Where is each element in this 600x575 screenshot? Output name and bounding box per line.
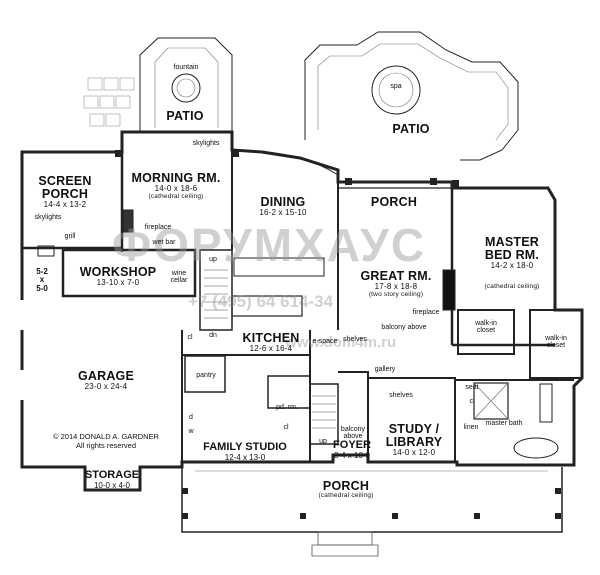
house-outline [20,130,584,492]
foyer-name: FOYER [333,439,371,451]
storage-label: STORAGE 10-0 x 4-0 [82,469,142,490]
fireplace-great-label: fireplace [412,309,440,316]
kitchen-name: KITCHEN [242,331,300,345]
closet-label-1: cl [187,334,193,341]
screen-porch-name: SCREEN PORCH [38,174,92,202]
walkin-closet-1-label: walk-in closet [475,320,497,335]
skylights-morning-room: skylights [192,140,220,147]
master-bed-note: (cathedral ceiling) [484,282,540,290]
great-room-dims: 17-8 x 18-8 [374,282,418,292]
skylights-screen-porch: skylights [34,214,62,221]
patio-right-label: PATIO [392,122,430,136]
dining-label: DINING 16-2 x 15-10 [248,195,318,218]
workshop-name: WORKSHOP [79,265,157,279]
shelves-study-label: shelves [389,392,413,399]
patio-left-inner [154,47,219,128]
stair-down-label: dn [209,332,217,339]
family-studio-label: FAMILY STUDIO 12-4 x 13-0 [190,441,300,462]
garage-nook-label: 5-2 x 5-0 [36,267,48,293]
stair-up-label-2: up [319,438,327,445]
stair-up-label-1: up [209,256,217,263]
kitchen-island [231,295,303,317]
spa-shape [371,65,421,115]
watermark-phone: +7 (495) 64 614-34 [188,292,334,311]
workshop-dims: 13-10 x 7-0 [96,278,140,288]
linen-label: linen [463,424,479,431]
study-label: STUDY / LIBRARY 14-0 x 12-0 [378,410,450,471]
great-room-note: (two story ceiling) [368,290,424,298]
dryer-label: d [189,414,193,421]
fireplace-great-room [442,269,456,311]
dining-dims: 16-2 x 15-10 [259,208,307,218]
balcony-foyer-label: balcony above [340,426,366,441]
morning-room-note: (cathedral ceiling) [148,192,204,200]
wine-cellar-label: wine cellar [170,270,188,285]
porch-front-note: (cathedral ceiling) [318,492,374,500]
closet-label-2: cl [283,424,289,431]
morning-room-name: MORNING RM. [131,171,221,185]
screen-porch-dims: 14-4 x 13-2 [43,200,87,210]
workshop-label: WORKSHOP 13-10 x 7-0 [78,265,158,288]
storage-dims: 10-0 x 4-0 [93,480,131,490]
garage-dims: 23-0 x 24-4 [84,382,128,392]
balcony-above-label: balcony above [381,324,427,331]
foyer-label: FOYER 8-4 x 10-0 [326,439,378,460]
walkin-closet-1 [457,309,515,355]
patio-left-outline [139,37,233,132]
e-space-label: e-space [312,338,338,345]
garage-name: GARAGE [77,369,135,383]
grill-label: grill [64,233,76,240]
paver-steps-left [83,77,135,127]
family-studio-name: FAMILY STUDIO [203,441,287,453]
walkin-closet-2 [529,309,583,379]
great-room-label: GREAT RM. 17-8 x 18-8 (two story ceiling… [356,269,436,298]
foyer-dims: 8-4 x 10-0 [333,450,371,460]
patio-left-label: PATIO [166,109,204,123]
seat-label: seat [465,384,479,391]
study-dims: 14-0 x 12-0 [392,448,436,458]
closet-label-3: cl [469,398,475,405]
master-bed-label: MASTER BED RM. 14-2 x 18-0 (cathedral ce… [472,223,552,304]
shelves-great-label: shelves [343,336,367,343]
master-bed-dims: 14-2 x 18-0 [490,261,534,271]
kitchen-label: KITCHEN 12-6 x 16-4 [236,331,306,354]
master-bed-name: MASTER BED RM. [484,235,540,263]
dining-name: DINING [260,195,306,209]
spa-label: spa [390,83,402,90]
watermark-url: www.dom4m.ru [285,334,397,351]
workshop-walls [61,248,197,298]
pd-rm-label: pd. rm. [276,404,298,411]
kitchen-dims: 12-6 x 16-4 [249,344,293,354]
fountain-label: fountain [173,64,199,71]
walkin-closet-2-label: walk-in closet [545,335,567,350]
garage-label: GARAGE 23-0 x 24-4 [66,369,146,392]
study-name: STUDY / LIBRARY [385,422,443,450]
morning-room-dims: 14-0 x 18-6 [154,184,198,194]
master-bath-label: master bath [485,420,523,427]
gallery-label: gallery [374,366,396,373]
porch-back-label: PORCH [370,195,418,209]
morning-room-label: MORNING RM. 14-0 x 18-6 (cathedral ceili… [130,171,222,200]
pantry-label: pantry [196,372,216,379]
porch-front-label: PORCH (cathedral ceiling) [306,479,386,500]
storage-name: STORAGE [84,469,140,481]
fountain-shape [171,73,201,103]
fireplace-morning-label: fireplace [144,224,172,231]
wet-bar-label: wet bar [152,239,176,246]
family-studio-dims: 12-4 x 13-0 [224,452,266,462]
washer-label: w [188,428,194,435]
great-room-name: GREAT RM. [360,269,432,283]
porch-front-name: PORCH [322,479,370,493]
bathtub [513,437,559,459]
patio-right-outline [304,31,519,161]
copyright-text: © 2014 DONALD A. GARDNER All rights rese… [53,432,159,450]
watermark-logo: ФОРУМХАУС [112,219,427,271]
screen-porch-label: SCREEN PORCH 14-4 x 13-2 [30,162,100,223]
